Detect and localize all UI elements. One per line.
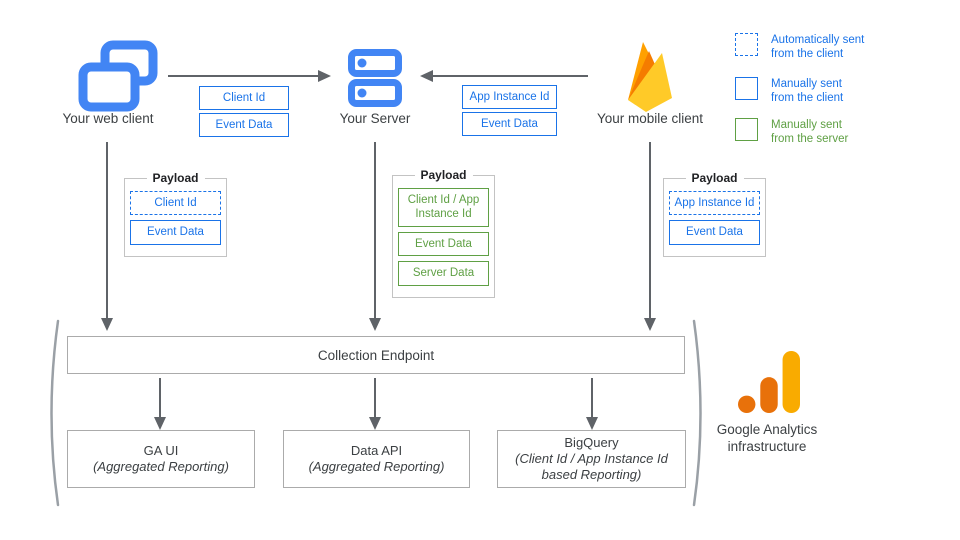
google-analytics-logo-icon (738, 351, 800, 413)
legend-label-auto-client: Automatically sent from the client (771, 34, 865, 60)
web-client-icon (78, 40, 158, 112)
arrowhead-down-icon (101, 318, 113, 331)
payload-item-server-data: Server Data (398, 261, 489, 286)
legend-label-manual-client: Manually sent from the client (771, 78, 844, 104)
collection-endpoint-label: Collection Endpoint (317, 347, 435, 363)
right-bracket-icon (692, 319, 702, 507)
arrowhead-down-icon (644, 318, 656, 331)
output-subtitle: (Client Id / App Instance Id based Repor… (515, 450, 668, 483)
collection-endpoint-box: Collection Endpoint (67, 336, 685, 374)
output-subtitle: (Aggregated Reporting) (308, 459, 445, 474)
arrowhead-down-icon (154, 417, 166, 430)
arrowhead-down-icon (369, 417, 381, 430)
payload-title: Payload (685, 171, 744, 185)
output-title: Data API (350, 442, 403, 458)
output-box-data-api: Data API (Aggregated Reporting) (283, 430, 470, 488)
payload-item-client-or-app-instance-id: Client Id / App Instance Id (398, 188, 489, 227)
google-analytics-infrastructure-label: Google Analytics infrastructure (716, 422, 818, 454)
payload-item-client-id: Client Id (130, 191, 221, 216)
server-icon (348, 49, 402, 107)
left-bracket-icon (50, 319, 60, 507)
web-client-label: Your web client (62, 111, 154, 126)
flow-label-client-id: Client Id (199, 86, 289, 110)
flow-label-event-data-mobile: Event Data (462, 112, 557, 136)
payload-item-event-data: Event Data (669, 220, 760, 245)
server-label: Your Server (339, 111, 411, 126)
payload-server: Payload Client Id / App Instance Id Even… (392, 168, 495, 298)
payload-item-event-data: Event Data (398, 231, 489, 257)
output-subtitle: (Aggregated Reporting) (93, 459, 229, 474)
arrowhead-right-icon (318, 70, 331, 82)
output-title: GA UI (143, 442, 179, 458)
payload-web: Payload Client Id Event Data (124, 171, 227, 257)
payload-item-app-instance-id: App Instance Id (669, 191, 760, 216)
payload-title: Payload (414, 168, 473, 182)
legend-label-manual-server: Manually sent from the server (771, 119, 849, 145)
payload-item-event-data: Event Data (130, 220, 221, 245)
payload-title: Payload (146, 171, 205, 185)
firebase-icon (628, 42, 672, 112)
legend-swatch-dashed-blue-icon (735, 33, 758, 56)
mobile-client-label: Your mobile client (596, 111, 704, 126)
payload-mobile: Payload App Instance Id Event Data (663, 171, 766, 257)
arrowhead-down-icon (369, 318, 381, 331)
flow-label-app-instance-id: App Instance Id (462, 85, 557, 109)
output-box-ga-ui: GA UI (Aggregated Reporting) (67, 430, 255, 488)
output-box-bigquery: BigQuery (Client Id / App Instance Id ba… (497, 430, 686, 488)
arrowhead-left-icon (420, 70, 433, 82)
arrowhead-down-icon (586, 417, 598, 430)
legend-swatch-solid-blue-icon (735, 77, 758, 100)
output-title: BigQuery (564, 434, 619, 450)
flow-label-event-data-web: Event Data (199, 113, 289, 137)
legend-swatch-solid-green-icon (735, 118, 758, 141)
